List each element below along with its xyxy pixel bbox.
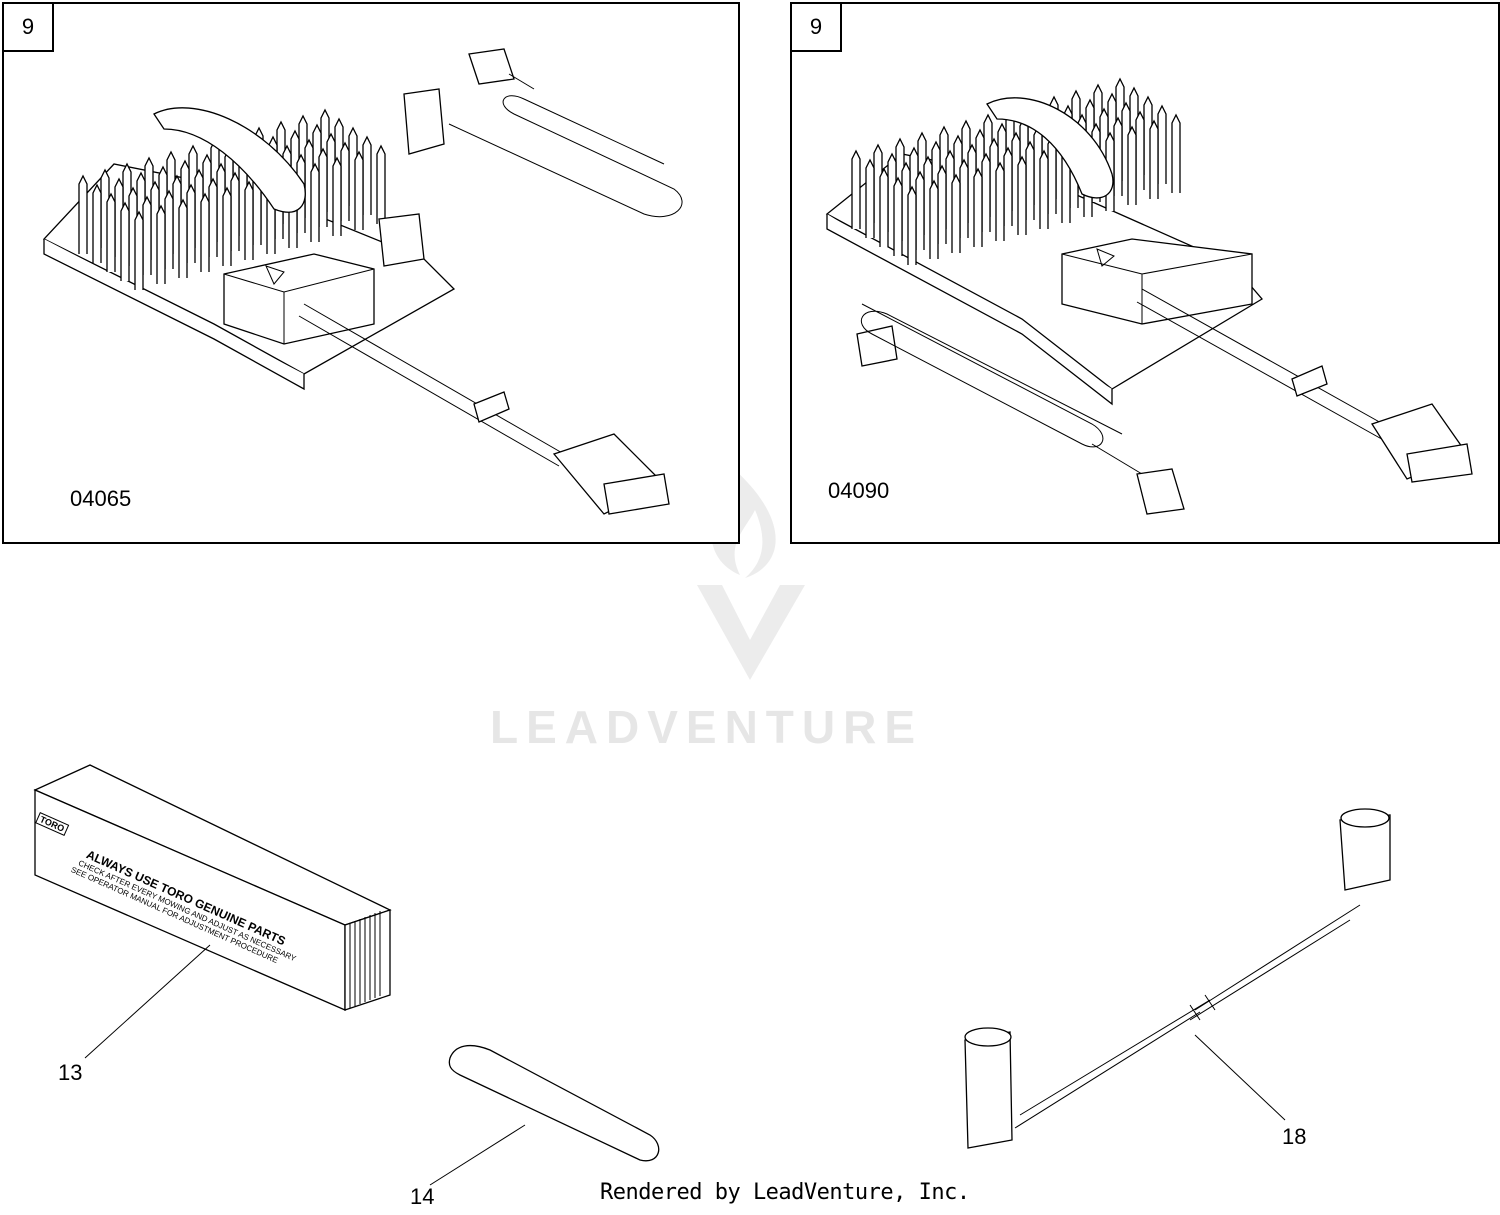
- callout-13: 13: [58, 1060, 83, 1085]
- model-number: 04090: [828, 478, 890, 503]
- model-number: 04065: [70, 486, 132, 511]
- charger-drawing-left: [42, 48, 683, 515]
- panel-badge: 9: [2, 2, 54, 52]
- footer-credit: Rendered by LeadVenture, Inc.: [600, 1180, 970, 1205]
- charger-drawing-right: [825, 77, 1473, 515]
- panel-badge: 9: [790, 2, 842, 52]
- panel-model-04065: 9 04065: [2, 2, 740, 544]
- callout-18: 18: [1282, 1124, 1307, 1149]
- decal-stack-icon: [33, 764, 392, 1011]
- callout-14: 14: [410, 1184, 435, 1209]
- panel-model-04090: 9 04090: [790, 2, 1500, 544]
- watermark-text: LEADVENTURE: [490, 701, 924, 753]
